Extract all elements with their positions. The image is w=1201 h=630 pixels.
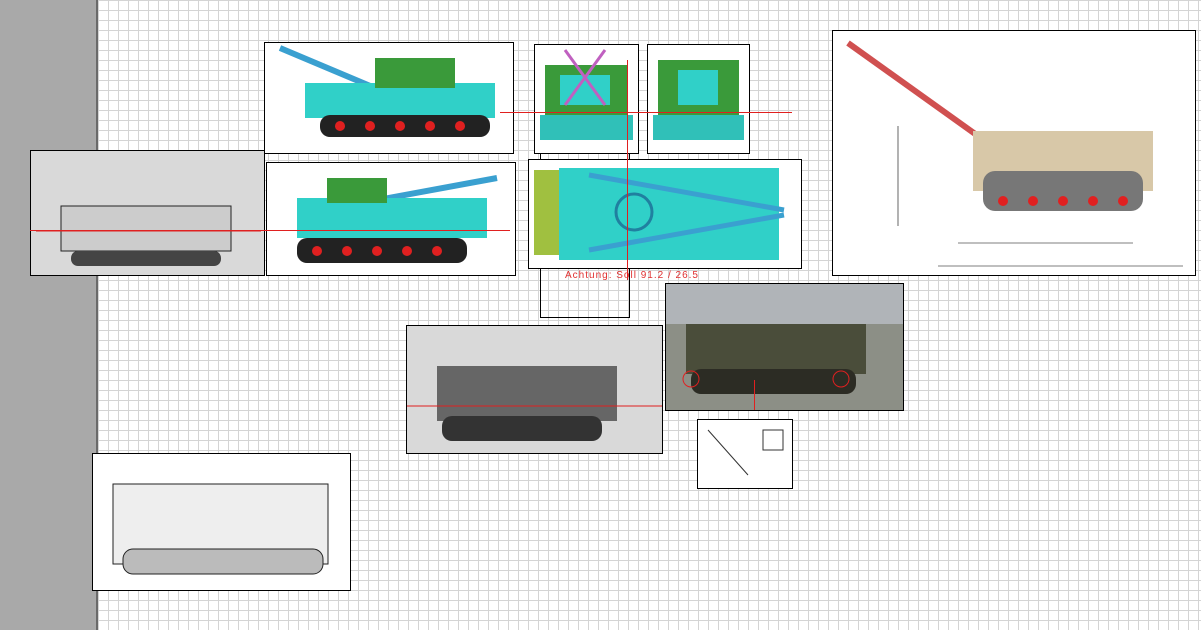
reference-line <box>627 60 628 280</box>
warning-annotation: Achtung: Soll 91.2 / 26.5 <box>565 270 699 281</box>
frame-side-view-crane-up[interactable] <box>264 42 514 154</box>
reference-line <box>754 380 755 410</box>
frame-museum-photo[interactable] <box>665 283 904 411</box>
frame-crane-extended-dimensioned[interactable] <box>832 30 1196 276</box>
frame-rear-view[interactable] <box>647 44 750 154</box>
frame-technical-drawing-left[interactable] <box>30 150 265 276</box>
frame-side-view-crane-down[interactable] <box>266 162 516 276</box>
frame-photo-sketch[interactable] <box>406 325 663 454</box>
frame-front-view[interactable] <box>534 44 639 154</box>
frame-top-view[interactable] <box>528 159 802 269</box>
reference-line <box>30 230 510 231</box>
frame-cutaway-drawing[interactable] <box>92 453 351 591</box>
reference-line <box>500 112 792 113</box>
frame-small-diagram[interactable] <box>697 419 793 489</box>
side-panel <box>0 0 98 630</box>
